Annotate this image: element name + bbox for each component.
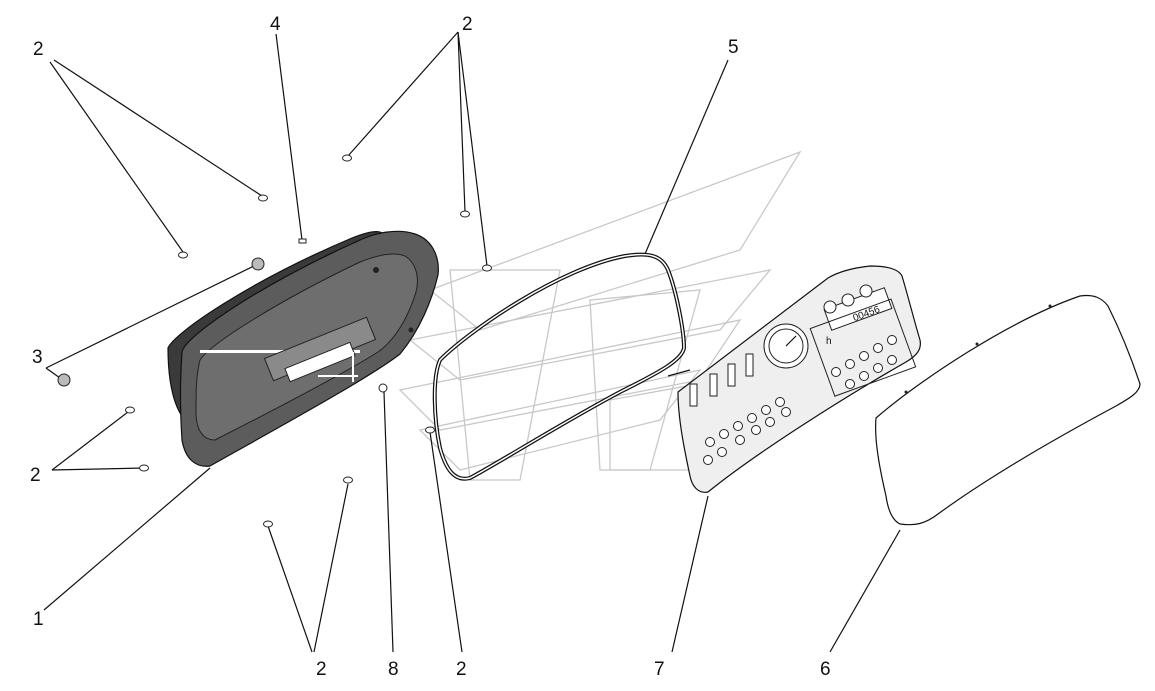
callout-labels: 2 4 2 5 3 2 1 2 8 2 7 6 [30,14,831,680]
hour-mark-label: h [826,336,832,347]
callout-4: 4 [270,14,281,35]
callout-2-bottom-left: 2 [316,659,327,680]
instrument-panel-part-7: 00456 h [667,265,921,493]
indicator-bars [689,353,754,407]
callout-7: 7 [654,659,665,680]
clips-part-3 [57,257,265,387]
glass-cover-part-6 [875,294,1141,526]
seal-gasket-part-5 [432,252,687,481]
callout-6: 6 [820,659,831,680]
callout-2-top-center: 2 [462,14,473,35]
fitting-part-8 [378,383,388,393]
callout-1: 1 [33,609,44,630]
callout-2-top-left: 2 [33,39,44,60]
callout-2-left: 2 [30,465,41,486]
callout-2-bottom-center: 2 [456,659,467,680]
callout-8: 8 [388,659,399,680]
pin-part-4 [298,238,307,244]
warning-lamps-right [831,335,897,389]
callout-3: 3 [32,347,43,368]
leader-lines [43,31,901,653]
screws-part-2 [125,154,492,528]
housing-part-1 [167,230,439,467]
callout-5: 5 [728,37,739,58]
warning-lamps-left [703,397,791,465]
